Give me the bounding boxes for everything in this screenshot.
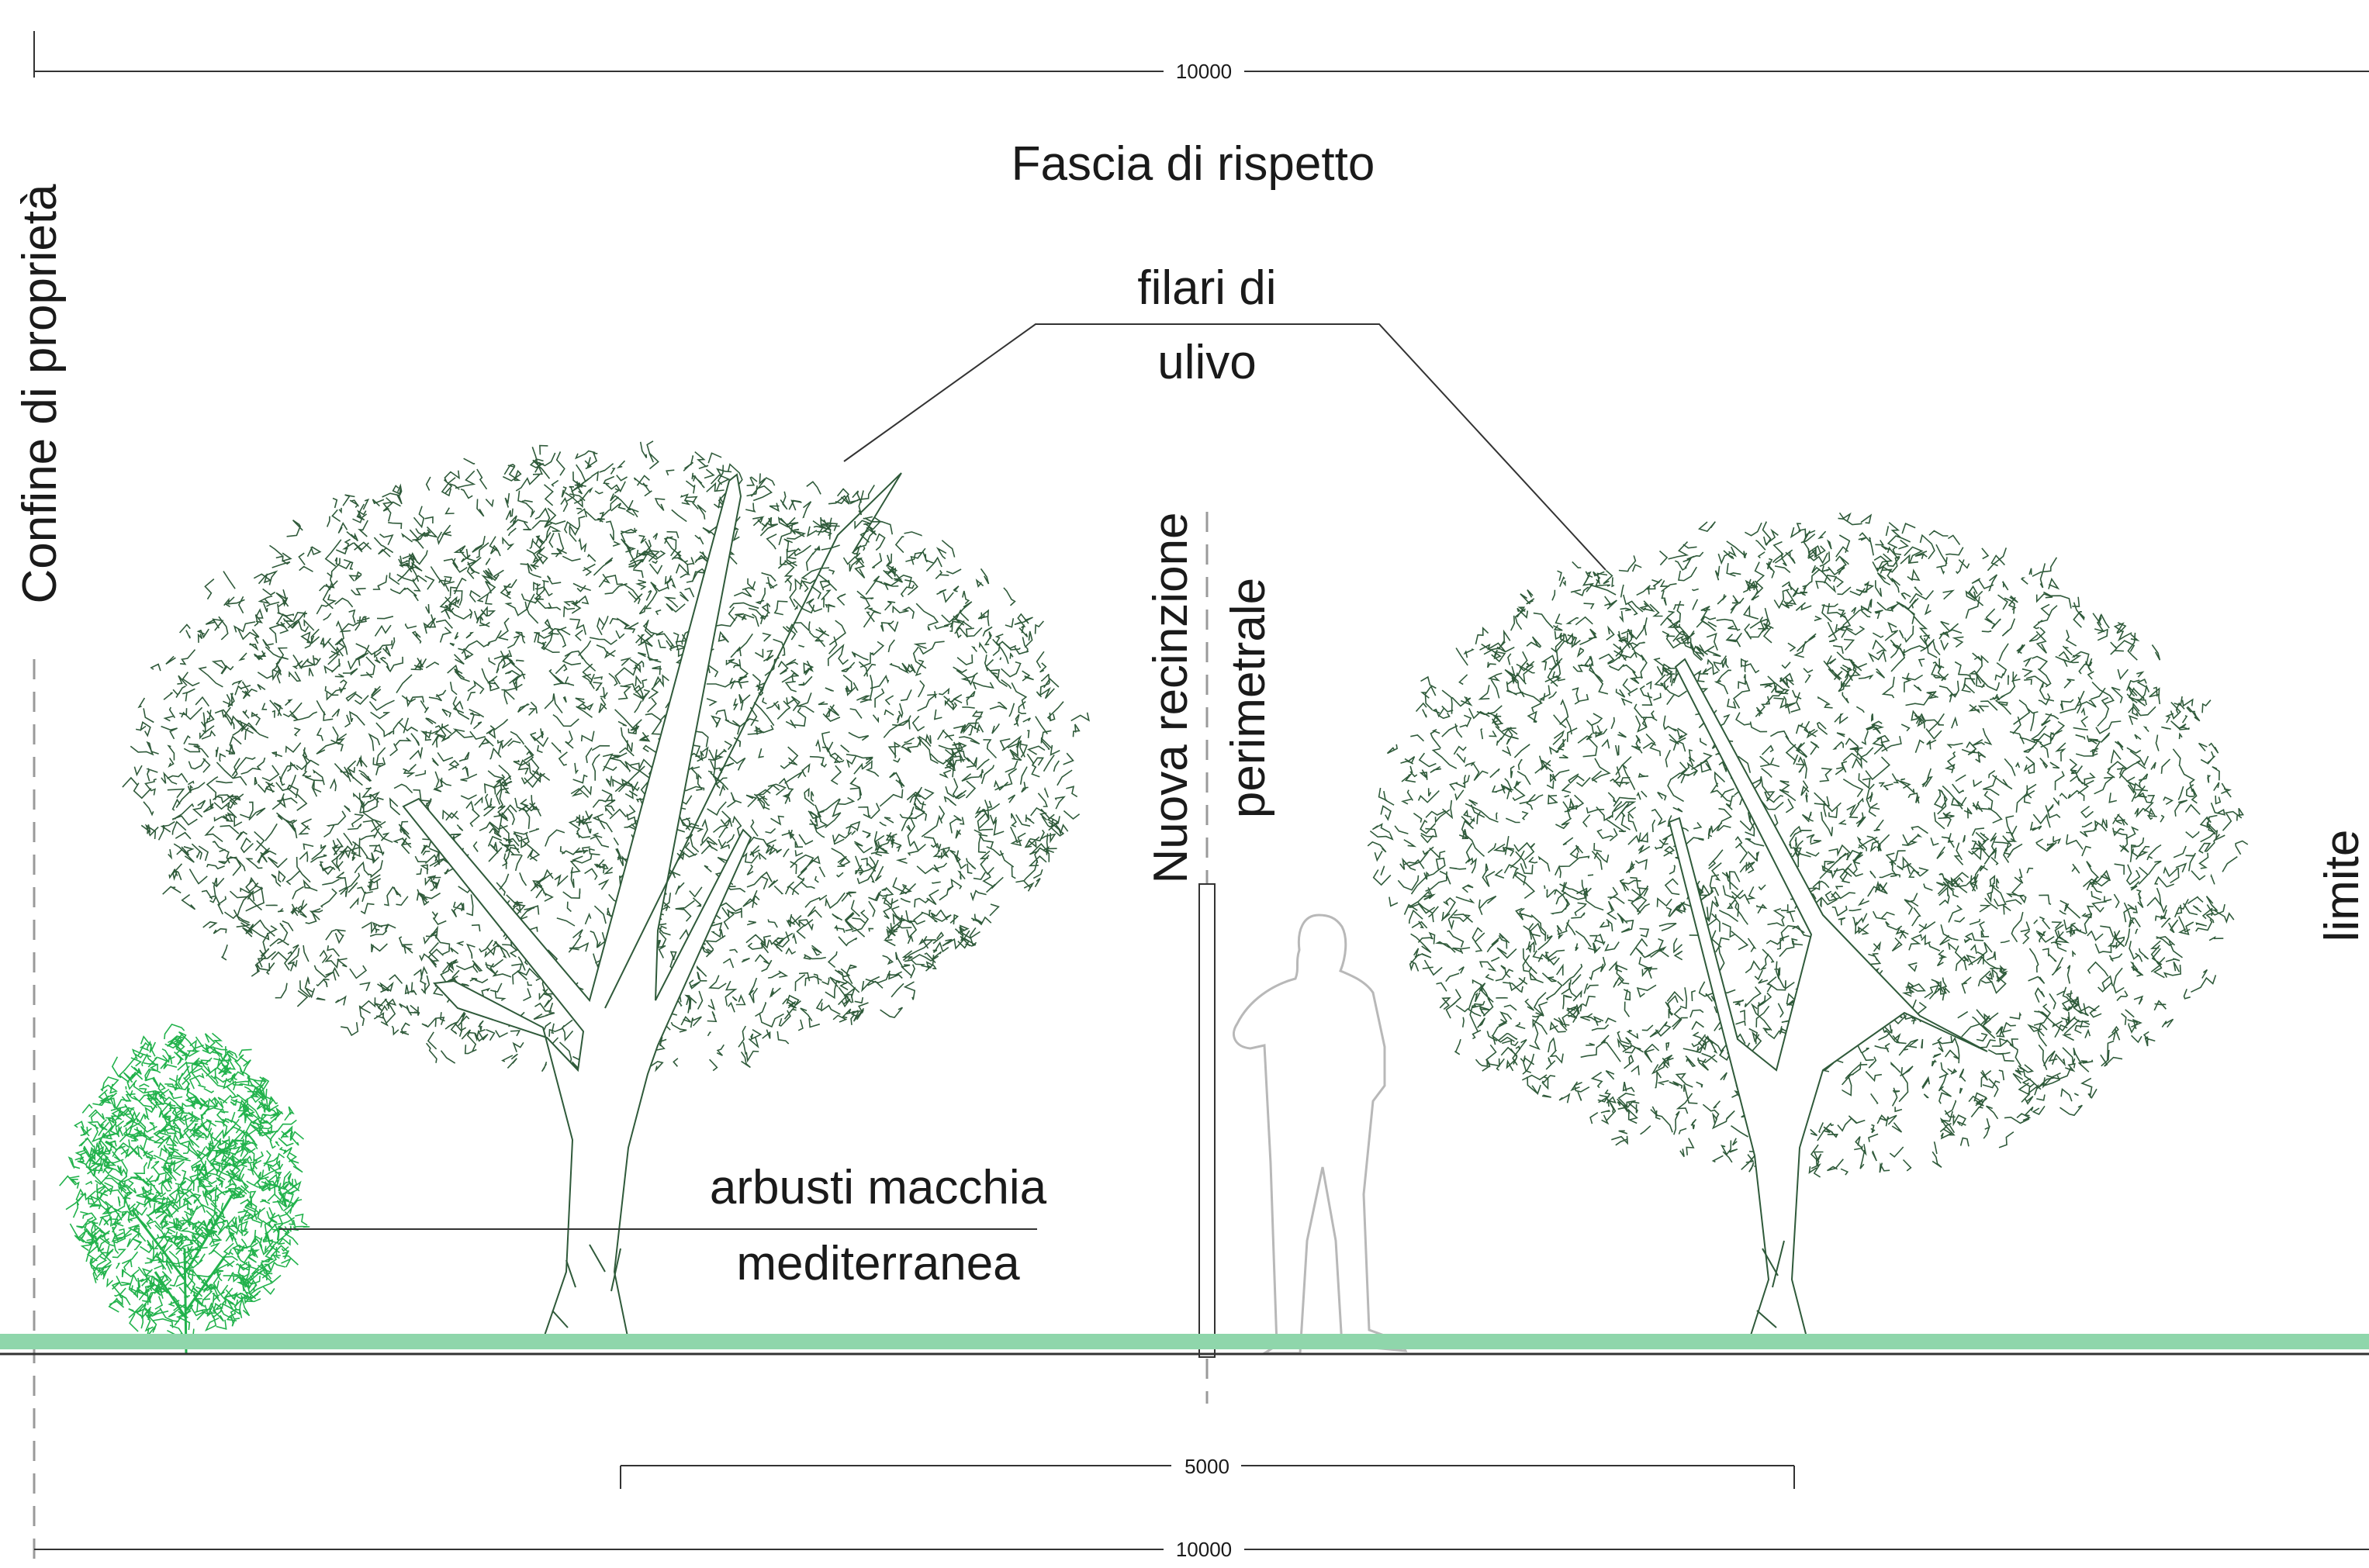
olive-tree-right <box>1367 512 2249 1341</box>
foliage-strokes <box>59 1023 310 1340</box>
olive-tree-right-canopy <box>1367 512 2249 1184</box>
mid-dimension-label: 5000 <box>1184 1455 1229 1478</box>
fence-label-line1: Nuova recinzione <box>1144 512 1198 883</box>
shrub-foliage <box>59 1023 310 1340</box>
foliage-strokes <box>1367 512 2249 1184</box>
bottom-dimension: 10000 <box>34 1538 2369 1561</box>
olive-rows-label-line2: ulivo <box>1157 336 1257 389</box>
mid-dimension: 5000 <box>620 1455 1795 1489</box>
mediterranean-shrub <box>59 1023 310 1354</box>
fence-post <box>1198 883 1216 1358</box>
limit-label: limite <box>2315 830 2369 942</box>
olive-tree-right-trunk <box>1668 658 1988 1341</box>
olive-tree-left-trunk <box>402 473 752 1341</box>
person-silhouette <box>1233 914 1408 1355</box>
olive-tree-left <box>122 440 1090 1341</box>
olive-rows-label-line1: filari di <box>1137 261 1276 315</box>
bottom-dimension-label: 10000 <box>1176 1538 1232 1561</box>
shrubs-label-line1: arbusti macchia <box>710 1161 1047 1214</box>
property-boundary-label: Confine di proprietà <box>13 184 67 604</box>
olive-rows-leader <box>843 323 1606 571</box>
top-dimension-label: 10000 <box>1176 60 1232 83</box>
top-dimension: 10000 <box>33 31 2369 83</box>
shrubs-label-line2: mediterranea <box>736 1237 1020 1290</box>
fence-label-line2: perimetrale <box>1222 578 1275 818</box>
title: Fascia di rispetto <box>1012 137 1375 191</box>
ground-band <box>0 1334 2369 1349</box>
